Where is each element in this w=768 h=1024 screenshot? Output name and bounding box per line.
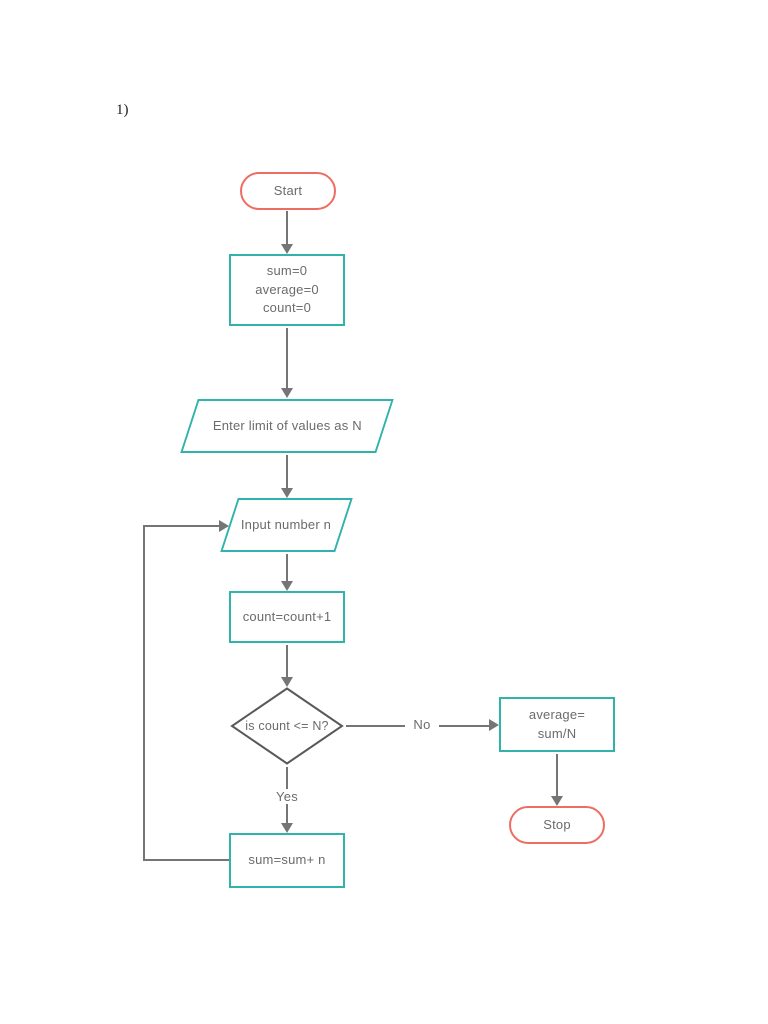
node-initialize: sum=0 average=0 count=0 bbox=[229, 254, 345, 326]
connector-increment-decision bbox=[286, 645, 288, 677]
arrowhead-decision-sum bbox=[281, 823, 293, 833]
node-input-number: Input number n bbox=[220, 498, 353, 552]
node-count-increment: count=count+1 bbox=[229, 591, 345, 643]
node-stop: Stop bbox=[509, 806, 605, 844]
node-start-label: Start bbox=[273, 182, 303, 198]
arrowhead-increment-decision bbox=[281, 677, 293, 687]
arrowhead-decision-average bbox=[489, 719, 499, 731]
node-decision: is count <= N? bbox=[230, 687, 344, 765]
arrowhead-input-increment bbox=[281, 581, 293, 591]
connector-loop-bottom bbox=[143, 859, 229, 861]
edge-label-no: No bbox=[405, 717, 439, 732]
average-line-1: average= bbox=[528, 706, 586, 722]
init-line-3: count=0 bbox=[262, 300, 312, 316]
connector-enterlimit-input bbox=[286, 455, 288, 488]
node-start: Start bbox=[240, 172, 336, 210]
input-number-label: Input number n bbox=[241, 516, 332, 532]
init-line-2: average=0 bbox=[255, 281, 319, 297]
connector-start-init bbox=[286, 211, 288, 245]
connector-init-enterlimit bbox=[286, 328, 288, 388]
arrowhead-loop-input bbox=[219, 520, 229, 532]
sum-accumulate-label: sum=sum+ n bbox=[248, 852, 326, 868]
count-increment-label: count=count+1 bbox=[242, 608, 332, 624]
connector-loop-vertical bbox=[143, 525, 145, 861]
enter-limit-label: Enter limit of values as N bbox=[212, 417, 362, 433]
connector-average-stop bbox=[556, 754, 558, 796]
node-stop-label: Stop bbox=[543, 816, 571, 832]
connector-input-increment bbox=[286, 554, 288, 581]
connector-loop-top bbox=[145, 525, 219, 527]
decision-diamond-shape bbox=[230, 687, 344, 765]
arrowhead-start-init bbox=[281, 244, 293, 254]
decision-label: is count <= N? bbox=[245, 719, 329, 733]
node-average: average= sum/N bbox=[499, 697, 615, 752]
arrowhead-init-enterlimit bbox=[281, 388, 293, 398]
average-line-2: sum/N bbox=[537, 725, 577, 741]
node-sum-accumulate: sum=sum+ n bbox=[229, 833, 345, 888]
page-number-label: 1) bbox=[116, 102, 129, 118]
node-enter-limit: Enter limit of values as N bbox=[180, 399, 394, 453]
arrowhead-average-stop bbox=[551, 796, 563, 806]
arrowhead-enterlimit-input bbox=[281, 488, 293, 498]
init-line-1: sum=0 bbox=[266, 262, 308, 278]
edge-label-yes: Yes bbox=[267, 789, 307, 804]
